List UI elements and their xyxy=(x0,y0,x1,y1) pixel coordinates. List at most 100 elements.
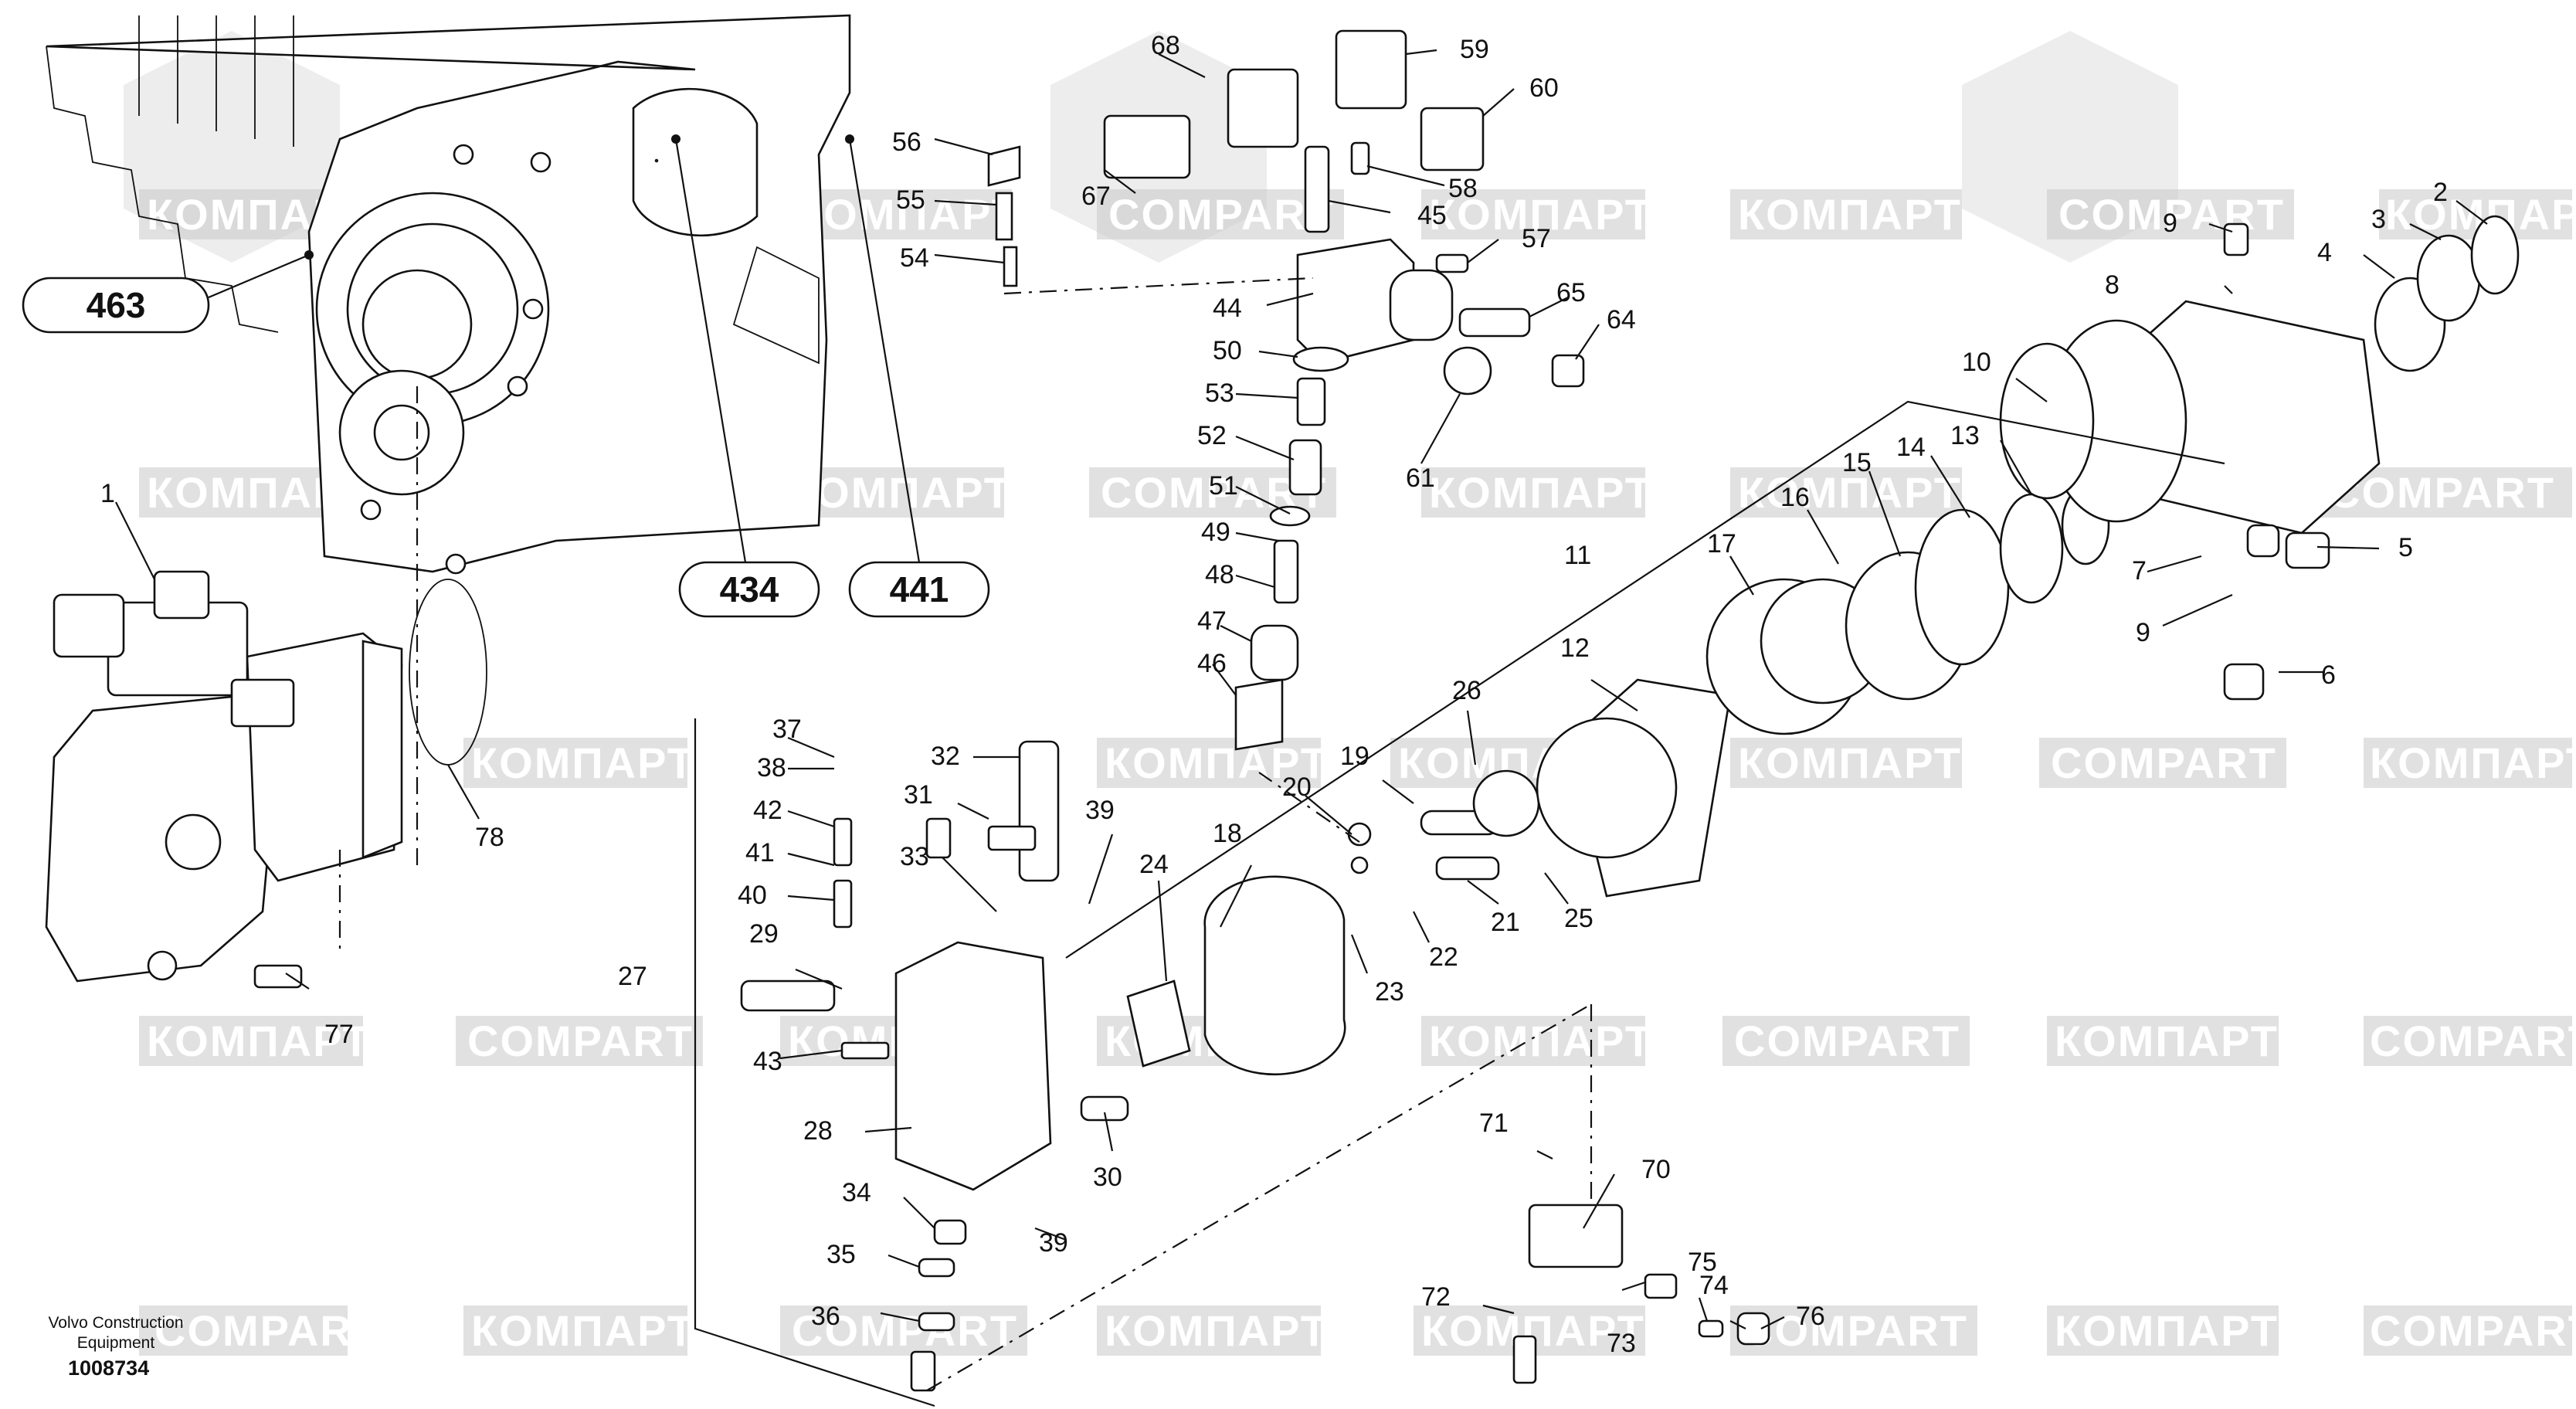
svg-text:КОМПАРТ: КОМПАРТ xyxy=(471,1306,695,1355)
part-label: 52 xyxy=(1197,421,1227,450)
part-label: 7 xyxy=(2132,556,2147,586)
hydraulic-pump-assembly xyxy=(45,570,487,983)
part-label: 38 xyxy=(757,753,786,783)
gearbox-housing xyxy=(46,14,851,575)
part-number-labels: 1 2 3 4 5 6 7 8 9 9 10 11 12 13 14 15 16… xyxy=(100,31,2448,1358)
part-label: 9 xyxy=(2163,209,2177,238)
svg-text:КОМПАРТ: КОМПАРТ xyxy=(1738,468,1962,517)
drawing-number: 1008734 xyxy=(68,1356,150,1380)
svg-text:КОМПАРТ: КОМПАРТ xyxy=(2055,1017,2279,1065)
part-label: 72 xyxy=(1421,1282,1451,1312)
part-label: 14 xyxy=(1896,433,1926,462)
part-label: 70 xyxy=(1641,1155,1671,1184)
part-label: 42 xyxy=(753,796,782,825)
part-label: 22 xyxy=(1429,942,1458,972)
part-label: 18 xyxy=(1213,819,1242,848)
part-label: 41 xyxy=(745,838,775,867)
part-label: 47 xyxy=(1197,606,1227,636)
part-label: 28 xyxy=(803,1116,833,1146)
part-label: 30 xyxy=(1093,1163,1122,1192)
part-label: 68 xyxy=(1151,31,1180,60)
part-label: 13 xyxy=(1950,421,1980,450)
part-label: 1 xyxy=(100,479,115,508)
assembly-ref-434[interactable]: 434 xyxy=(671,134,820,618)
part-label: 15 xyxy=(1842,448,1872,477)
part-label: 8 xyxy=(2105,270,2120,300)
part-label: 57 xyxy=(1522,224,1551,253)
part-label: 5 xyxy=(2398,533,2413,562)
svg-text:COMPART: COMPART xyxy=(154,1306,381,1355)
part-label: 27 xyxy=(618,962,647,991)
part-label: 25 xyxy=(1564,904,1593,933)
part-label: 53 xyxy=(1205,379,1234,408)
part-label: 32 xyxy=(931,742,960,771)
svg-text:КОМПАРТ: КОМПАРТ xyxy=(471,738,695,787)
part-label: 51 xyxy=(1209,471,1238,501)
svg-text:КОМПАРТ: КОМПАРТ xyxy=(1738,190,1962,239)
part-label: 39 xyxy=(1039,1228,1068,1258)
part-label: 12 xyxy=(1560,633,1590,663)
footer-brand: Volvo Construction Equipment xyxy=(39,1313,193,1353)
svg-text:COMPART: COMPART xyxy=(1108,190,1335,239)
part-label: 49 xyxy=(1201,518,1230,547)
brand-line-2: Equipment xyxy=(76,1334,155,1352)
leader-lines xyxy=(115,49,2488,1329)
watermark-row-5: COMPART КОМПАРТ COMPART КОМПАРТ КОМПАРТ … xyxy=(139,1305,2576,1356)
part-label: 9 xyxy=(2136,618,2150,647)
svg-text:COMPART: COMPART xyxy=(1742,1306,1968,1355)
part-label: 50 xyxy=(1213,336,1242,365)
part-label: 2 xyxy=(2433,178,2448,207)
part-label: 59 xyxy=(1460,35,1489,64)
svg-text:КОМПАРТ: КОМПАРТ xyxy=(788,468,1012,517)
part-label: 19 xyxy=(1340,742,1369,771)
part-label: 3 xyxy=(2371,205,2386,234)
part-label: 48 xyxy=(1205,560,1234,589)
piston-motor-group xyxy=(253,215,2520,1392)
part-label: 64 xyxy=(1607,305,1636,334)
svg-text:434: 434 xyxy=(720,569,779,609)
part-label: 24 xyxy=(1139,850,1169,879)
part-label: 43 xyxy=(753,1047,782,1076)
part-label: 58 xyxy=(1448,174,1478,203)
part-label: 46 xyxy=(1197,649,1227,678)
part-label: 4 xyxy=(2317,238,2332,267)
svg-text:441: 441 xyxy=(890,569,949,609)
part-label: 31 xyxy=(904,780,933,810)
svg-text:КОМПАРТ: КОМПАРТ xyxy=(1429,468,1653,517)
part-label: 6 xyxy=(2321,660,2336,690)
svg-text:463: 463 xyxy=(87,285,146,325)
part-label: 67 xyxy=(1081,182,1111,211)
svg-text:КОМПАРТ: КОМПАРТ xyxy=(2370,738,2576,787)
part-label: 75 xyxy=(1688,1248,1717,1277)
svg-text:КОМПАРТ: КОМПАРТ xyxy=(1738,738,1962,787)
part-label: 17 xyxy=(1707,529,1736,559)
svg-text:КОМПАРТ: КОМПАРТ xyxy=(1429,1017,1653,1065)
assembly-ref-badges[interactable]: 463 434 441 xyxy=(22,134,990,618)
part-label: 65 xyxy=(1556,278,1586,307)
part-label: 26 xyxy=(1452,676,1481,705)
center-lines xyxy=(338,277,2225,1407)
part-label: 29 xyxy=(749,919,779,949)
part-label: 60 xyxy=(1529,73,1559,103)
part-label: 16 xyxy=(1780,483,1810,512)
svg-text:КОМПАРТ: КОМПАРТ xyxy=(1105,738,1329,787)
part-label: 73 xyxy=(1607,1329,1636,1358)
part-label: 71 xyxy=(1479,1109,1509,1138)
svg-text:КОМПАРТ: КОМПАРТ xyxy=(1429,190,1653,239)
svg-text:КОМПАРТ: КОМПАРТ xyxy=(1105,1306,1329,1355)
part-label: 10 xyxy=(1962,348,1991,377)
part-label: 33 xyxy=(900,842,929,871)
part-label: 56 xyxy=(892,127,921,157)
part-label: 34 xyxy=(842,1178,871,1207)
svg-text:КОМПАРТ: КОМПАРТ xyxy=(2055,1306,2279,1355)
assembly-ref-463[interactable]: 463 xyxy=(22,250,314,334)
part-label: 78 xyxy=(475,823,504,852)
part-label: 23 xyxy=(1375,977,1404,1007)
brand-line-1: Volvo Construction xyxy=(48,1314,184,1332)
part-label: 11 xyxy=(1564,541,1591,570)
assembly-ref-441[interactable]: 441 xyxy=(845,134,990,618)
svg-text:COMPART: COMPART xyxy=(2370,1017,2576,1065)
svg-text:COMPART: COMPART xyxy=(2370,1306,2576,1355)
part-label: 61 xyxy=(1406,463,1435,493)
